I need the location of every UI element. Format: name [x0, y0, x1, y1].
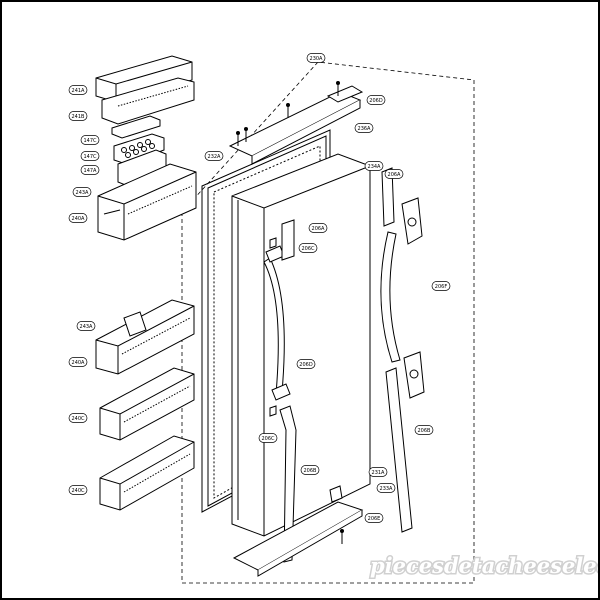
door-top-cap — [228, 85, 364, 165]
part-label-206e: 206E — [364, 513, 384, 523]
svg-text:240C: 240C — [71, 416, 85, 422]
watermark: piecesdetacheeselec.com piecesdetacheese… — [369, 552, 600, 580]
svg-text:240A: 240A — [72, 216, 86, 222]
part-labels: 230A 206D 236A 232A 234A 206A 206A 206C 206F 206D… — [68, 53, 451, 523]
svg-text:206C: 206C — [261, 436, 275, 442]
svg-text:240A: 240A — [72, 360, 86, 366]
side-trim-206B — [385, 367, 413, 533]
svg-text:206A: 206A — [312, 226, 326, 232]
door-bin-241 — [95, 55, 195, 125]
door-bin-240C-b — [99, 435, 195, 511]
svg-text:236A: 236A — [358, 126, 372, 132]
part-label-233a: 233A — [376, 483, 396, 493]
svg-text:243A: 243A — [76, 190, 90, 196]
svg-text:241B: 241B — [72, 114, 86, 120]
side-handle-206F — [380, 197, 425, 399]
svg-text:206B: 206B — [304, 468, 318, 474]
svg-text:147A: 147A — [84, 168, 98, 174]
part-label-234a: 234A — [364, 161, 384, 171]
svg-text:206C: 206C — [301, 246, 315, 252]
svg-text:233A: 233A — [380, 486, 394, 492]
part-label-236a: 236A — [354, 123, 374, 133]
part-label-206b-mid: 206B — [300, 465, 320, 475]
svg-text:206E: 206E — [368, 516, 381, 522]
part-label-241a: 241A — [68, 85, 88, 95]
watermark-text: piecesdetacheeselec.com — [370, 553, 600, 578]
part-label-206f: 206F — [431, 281, 451, 291]
part-label-240a-mid: 240A — [68, 357, 88, 367]
svg-text:232A: 232A — [208, 154, 222, 160]
part-label-206a-right: 206A — [384, 169, 404, 179]
part-label-240c-b: 240C — [68, 485, 88, 495]
part-label-243a-top: 243A — [72, 187, 92, 197]
part-label-206d-mid: 206D — [296, 359, 316, 369]
part-label-241b: 241B — [68, 111, 88, 121]
part-label-231a: 231A — [368, 467, 388, 477]
svg-text:206D: 206D — [299, 362, 313, 368]
door-panel — [231, 153, 371, 537]
part-label-206b-right: 206B — [414, 425, 434, 435]
screws-top — [236, 81, 340, 146]
svg-text:206F: 206F — [435, 284, 448, 290]
handle-clips — [269, 219, 297, 563]
door-bin-240-mid — [95, 299, 195, 375]
part-label-240c-a: 240C — [68, 413, 88, 423]
svg-text:234A: 234A — [368, 164, 382, 170]
hinge-bracket-bottom — [232, 485, 364, 577]
door-bin-240-top — [97, 163, 197, 241]
door-bin-240C-a — [99, 367, 195, 441]
part-label-243a-mid: 243A — [76, 321, 96, 331]
part-label-147a: 147A — [80, 165, 100, 175]
part-label-232a: 232A — [204, 151, 224, 161]
svg-text:147C: 147C — [83, 154, 97, 160]
part-label-147c-a: 147C — [80, 135, 100, 145]
svg-text:241A: 241A — [72, 88, 86, 94]
svg-text:147C: 147C — [83, 138, 97, 144]
part-label-206a-mid: 206A — [308, 223, 328, 233]
svg-text:243A: 243A — [80, 324, 94, 330]
part-label-147c-b: 147C — [80, 151, 100, 161]
part-label-206c-bot: 206C — [258, 433, 278, 443]
part-label-206d-top: 206D — [366, 95, 386, 105]
door-handle — [263, 245, 291, 401]
svg-text:240C: 240C — [71, 488, 85, 494]
svg-text:206B: 206B — [418, 428, 432, 434]
svg-text:231A: 231A — [372, 470, 386, 476]
part-label-206c-top: 206C — [298, 243, 318, 253]
watermark-shadow: piecesdetacheeselec.com — [370, 553, 600, 578]
part-label-230a: 230A — [306, 53, 326, 63]
screw-bottom — [340, 529, 344, 544]
svg-text:206A: 206A — [388, 172, 402, 178]
part-label-240a-top: 240A — [68, 213, 88, 223]
svg-text:230A: 230A — [310, 56, 324, 62]
svg-text:206D: 206D — [369, 98, 383, 104]
